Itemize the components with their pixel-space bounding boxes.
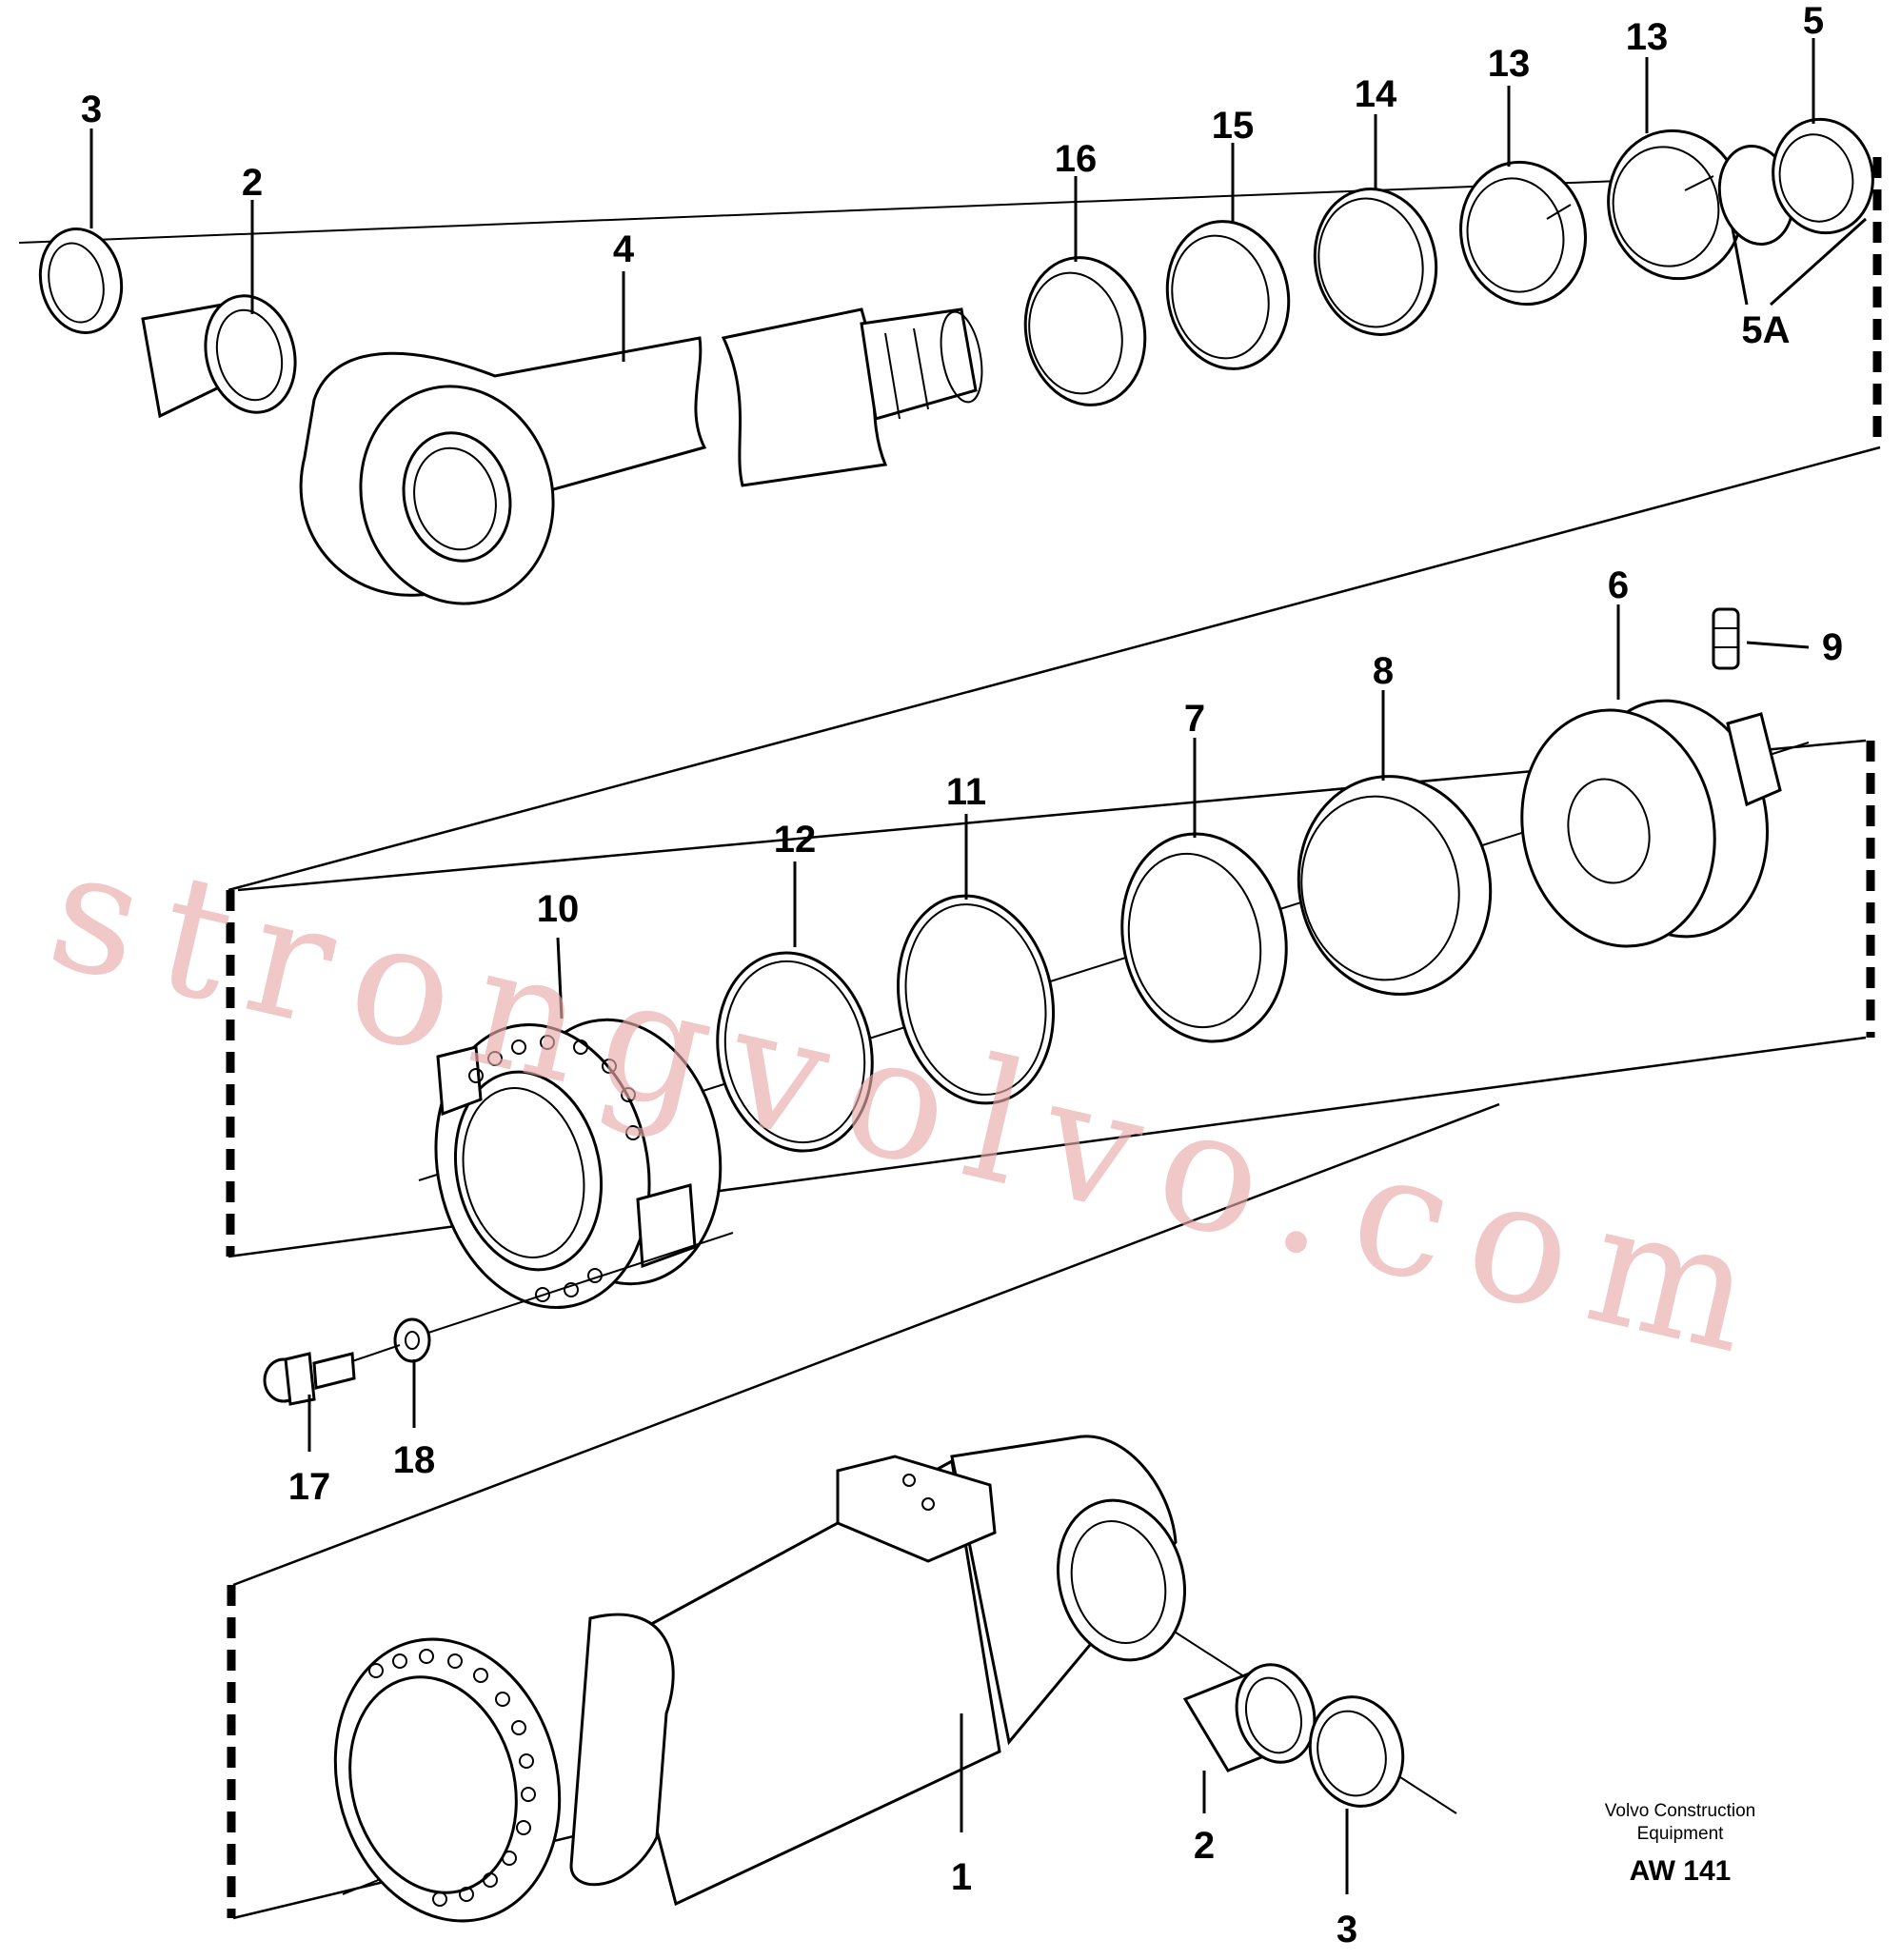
- label-16: 16: [1055, 138, 1098, 180]
- leader-lines: [89, 38, 1868, 1894]
- seal-15: [1165, 220, 1291, 370]
- drawing-code: AW 141: [1630, 1855, 1732, 1887]
- label-2-bottom: 2: [1194, 1825, 1215, 1867]
- label-3-top: 3: [81, 89, 102, 130]
- label-13-b: 13: [1626, 16, 1669, 58]
- o-ring-14: [1313, 188, 1438, 336]
- guide-band-8: [1297, 775, 1493, 996]
- seal-7: [1120, 832, 1288, 1043]
- bushing-2-top: [141, 294, 297, 419]
- guide-ring-13b: [1607, 129, 1744, 281]
- wiper-ring-5: [1772, 117, 1874, 235]
- credit-block: Volvo Construction Equipment AW 141: [1605, 1801, 1755, 1887]
- set-screw-9: [1712, 607, 1740, 670]
- label-1: 1: [951, 1856, 972, 1898]
- label-3-bottom: 3: [1337, 1909, 1357, 1950]
- part-labels: 3 2 4 16 15 14 13 13 5 5A 6 9 8 7 11 12 …: [81, 0, 1843, 1950]
- cylinder-tube-1: [333, 1435, 1187, 1923]
- label-15: 15: [1212, 105, 1255, 147]
- credit-line-1: Volvo Construction: [1605, 1801, 1755, 1821]
- credit-line-2: Equipment: [1637, 1824, 1725, 1844]
- retaining-ring-3-top: [38, 227, 124, 335]
- cylinder-tube-row: [227, 1102, 1500, 1923]
- bushing-2-bottom: [1182, 1663, 1317, 1772]
- label-4: 4: [613, 228, 635, 270]
- cylinder-head-10: [434, 1018, 723, 1309]
- o-ring-12: [716, 951, 874, 1153]
- piston-row: [226, 607, 1875, 1406]
- group-frame-bottom-top: [232, 1102, 1500, 1587]
- label-2-top: 2: [242, 162, 263, 204]
- piston-rod-4: [299, 307, 983, 605]
- label-12: 12: [774, 819, 817, 861]
- watermark: strongvolvo.com: [34, 812, 1793, 1396]
- label-18: 18: [393, 1439, 436, 1481]
- washer-18: [393, 1317, 431, 1363]
- label-14: 14: [1355, 73, 1397, 115]
- piston-rod-row: [18, 117, 1882, 892]
- backup-ring-11: [896, 894, 1056, 1105]
- label-5: 5: [1803, 0, 1824, 42]
- label-7: 7: [1184, 698, 1205, 740]
- label-11: 11: [946, 771, 986, 813]
- label-8: 8: [1373, 650, 1394, 692]
- piston-6: [1520, 699, 1782, 948]
- guide-ring-13a: [1459, 160, 1587, 307]
- label-6: 6: [1608, 564, 1629, 606]
- label-13-a: 13: [1488, 43, 1531, 85]
- group-frame-top: [228, 445, 1881, 892]
- label-10: 10: [537, 888, 580, 930]
- wear-ring-16: [1023, 256, 1147, 406]
- label-9: 9: [1822, 626, 1843, 668]
- retaining-ring-3-bottom: [1308, 1695, 1405, 1808]
- label-17: 17: [288, 1466, 331, 1508]
- screw-17: [263, 1352, 356, 1406]
- label-5a: 5A: [1741, 309, 1790, 351]
